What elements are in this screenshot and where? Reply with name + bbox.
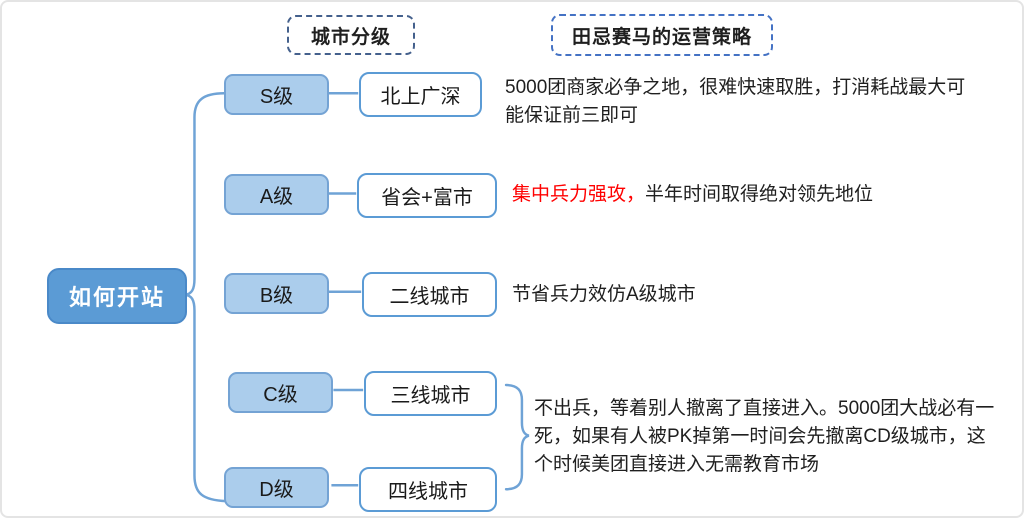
cd-group-brace — [504, 383, 530, 491]
level-node-s: S级 — [224, 74, 329, 115]
level-node-b: B级 — [224, 273, 329, 314]
city-node-s: 北上广深 — [359, 72, 482, 117]
city-node-c: 三线城市 — [364, 371, 497, 416]
strategy-note-b: 节省兵力效仿A级城市 — [512, 284, 696, 305]
strategy-note-a-highlight: 集中兵力强攻， — [512, 184, 646, 205]
level-node-a: A级 — [224, 174, 329, 215]
header-operation-strategy: 田忌赛马的运营策略 — [551, 14, 773, 56]
city-node-a: 省会+富市 — [357, 173, 497, 218]
strategy-note-a: 集中兵力强攻，半年时间取得绝对领先地位 — [512, 181, 1012, 209]
root-node: 如何开站 — [47, 268, 187, 324]
level-node-c: C级 — [228, 372, 333, 413]
strategy-note-a-rest: 半年时间取得绝对领先地位 — [645, 184, 874, 205]
level-node-d: D级 — [224, 467, 329, 508]
header-city-tiers: 城市分级 — [287, 15, 415, 55]
city-node-d: 四线城市 — [359, 467, 497, 512]
trunk-brace — [185, 92, 228, 503]
strategy-note-cd: 不出兵，等着别人撤离了直接进入。5000团大战必有一死，如果有人被PK掉第一时间… — [534, 398, 995, 475]
city-node-b: 二线城市 — [362, 272, 497, 317]
strategy-note-s: 5000团商家必争之地，很难快速取胜，打消耗战最大可能保证前三即可 — [505, 77, 966, 126]
